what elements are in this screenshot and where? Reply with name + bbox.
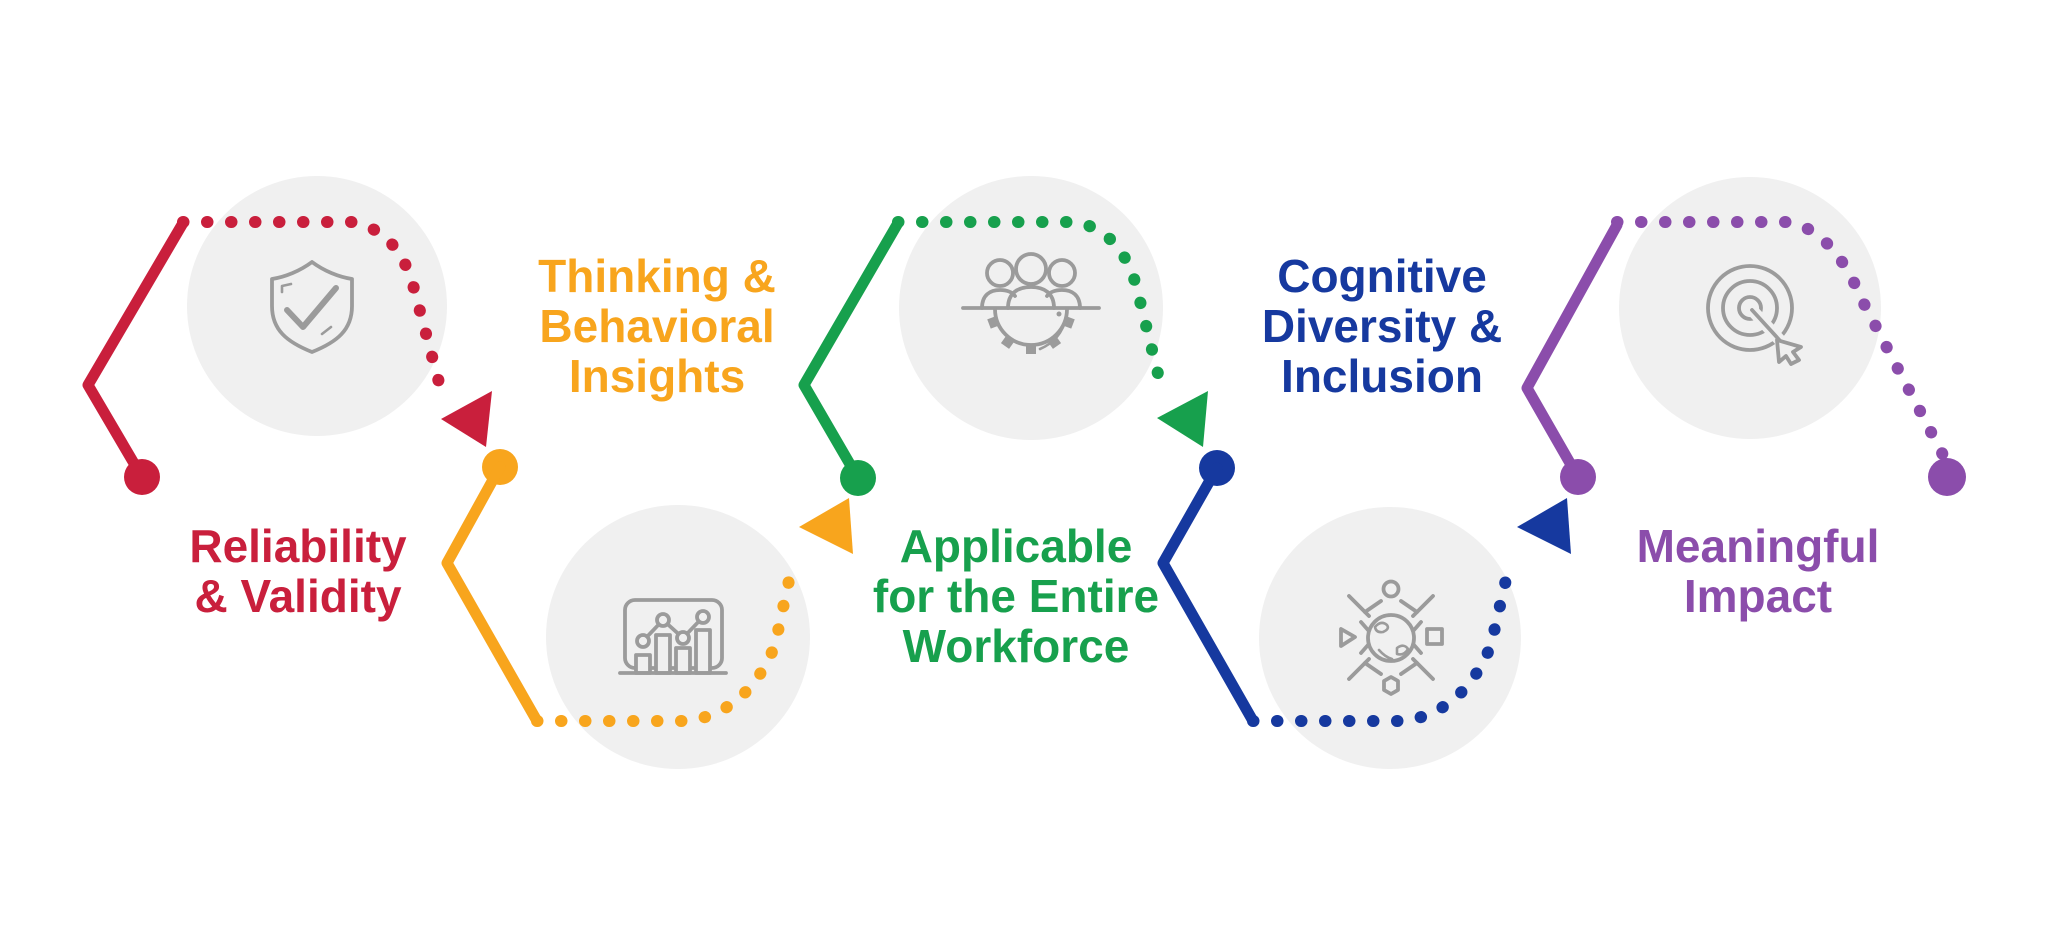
- figure-head: [1382, 675, 1400, 696]
- connector-5-dotted-line: [1611, 216, 1949, 461]
- figure-head: [1381, 579, 1401, 599]
- figure-arms: [1363, 599, 1419, 614]
- shield-outline: [270, 260, 354, 354]
- chart-node: [655, 612, 671, 628]
- connector-1-node-dot: [124, 459, 160, 495]
- connector-5-solid-line: [1521, 219, 1623, 483]
- chart-bar: [694, 628, 712, 675]
- step-label-line: Behavioral: [539, 300, 774, 352]
- step-label-line: Workforce: [903, 620, 1130, 672]
- chart-board: [623, 598, 724, 670]
- connector-3-solid-line: [798, 217, 904, 484]
- connector-4-dotted-line: [1247, 556, 1516, 727]
- target-outer-ring: [1706, 264, 1794, 352]
- chart-bar: [654, 633, 672, 675]
- step-label-thinking-behavioral-insights: Thinking & Behavioral Insights: [538, 250, 776, 402]
- connector-2-solid-line: [441, 461, 543, 727]
- step-label-line: & Validity: [194, 570, 401, 622]
- connector-1-solid-line: [82, 217, 189, 483]
- person-shoulders: [1006, 285, 1056, 310]
- connector-3-dotted-line: [892, 216, 1168, 396]
- figure-arms: [1363, 661, 1419, 676]
- shield-check-icon: [270, 260, 354, 354]
- step-label-line: Applicable: [900, 520, 1133, 572]
- step-label-line: for the Entire: [873, 570, 1159, 622]
- chart-node: [675, 630, 691, 646]
- step-label-reliability-validity: Reliability & Validity: [189, 520, 407, 622]
- person-head: [1047, 258, 1077, 288]
- person-head: [1014, 252, 1048, 286]
- step-label-applicable-workforce: Applicable for the Entire Workforce: [873, 520, 1159, 672]
- connector-2: [441, 449, 853, 727]
- target-arrow-icon: [1706, 264, 1803, 366]
- triangle-shape: [1339, 627, 1357, 648]
- radiating-arms: [1347, 594, 1435, 681]
- check-mark: [284, 285, 339, 330]
- connector-2-dotted-line: [531, 556, 799, 727]
- connector-5-end-dot: [1928, 458, 1966, 496]
- connector-4: [1157, 450, 1571, 727]
- icon-detail: [1038, 316, 1068, 351]
- icon-detail: [280, 282, 293, 294]
- team-gear-icon: [961, 252, 1101, 354]
- step-label-line: Cognitive: [1277, 250, 1487, 302]
- chart-node: [635, 633, 651, 649]
- chart-bar: [674, 646, 692, 675]
- square-shape: [1425, 627, 1444, 646]
- connector-5: [1521, 216, 1966, 496]
- connector-4-solid-line: [1157, 462, 1259, 727]
- step-label-meaningful-impact: Meaningful Impact: [1637, 520, 1880, 622]
- connector-1-dotted-line: [177, 216, 447, 396]
- icon-detail: [1056, 311, 1062, 317]
- connector-2-arrow-icon: [799, 498, 853, 554]
- chart-node: [695, 609, 711, 625]
- connector-1-arrow-icon: [441, 391, 492, 447]
- icon-detail: [320, 325, 333, 336]
- chart-bar: [634, 653, 652, 675]
- connector-3-node-dot: [840, 460, 876, 496]
- step-label-line: Thinking &: [538, 250, 776, 302]
- step-label-line: Diversity &: [1262, 300, 1502, 352]
- target-middle-ring: [1721, 279, 1779, 337]
- step-label-line: Insights: [569, 350, 745, 402]
- dart-head: [1775, 338, 1803, 366]
- step-label-line: Impact: [1684, 570, 1832, 622]
- connector-3: [798, 216, 1208, 496]
- step-label-cognitive-diversity-inclusion: Cognitive Diversity & Inclusion: [1262, 250, 1502, 402]
- step-label-line: Reliability: [189, 520, 407, 572]
- bar-chart-icon: [618, 598, 728, 675]
- connector-4-arrow-icon: [1517, 498, 1571, 554]
- connector-1: [82, 216, 492, 495]
- radiating-arms: [1359, 620, 1423, 655]
- connector-5-node-dot: [1560, 459, 1596, 495]
- globe-continent: [1377, 648, 1394, 661]
- globe-continent: [1373, 621, 1390, 634]
- target-bullseye: [1737, 295, 1763, 321]
- globe: [1366, 613, 1416, 663]
- step-label-line: Inclusion: [1281, 350, 1483, 402]
- chart-trend-line: [641, 615, 705, 643]
- globe-continent: [1395, 644, 1410, 656]
- diversity-globe-icon: [1339, 579, 1444, 696]
- step-circle-4: [1259, 507, 1521, 769]
- person-head: [985, 258, 1015, 288]
- step-label-line: Meaningful: [1637, 520, 1880, 572]
- connector-3-arrow-icon: [1157, 391, 1208, 447]
